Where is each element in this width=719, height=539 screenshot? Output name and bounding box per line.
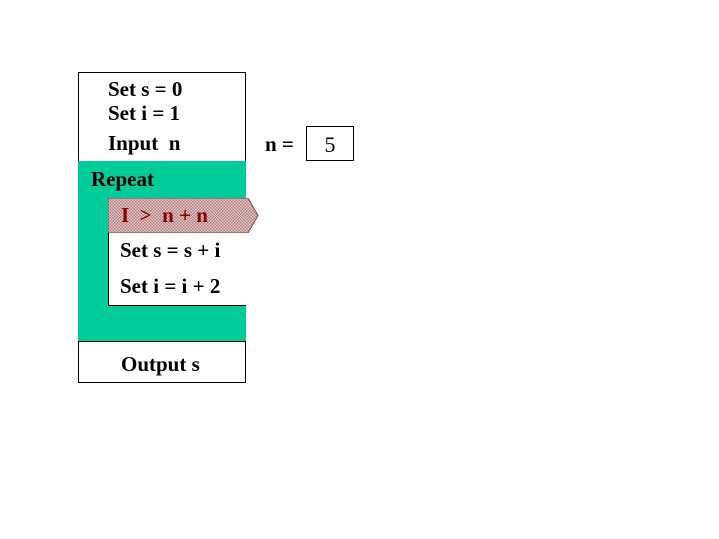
initialization-block xyxy=(78,72,246,162)
loop-body-block xyxy=(108,233,246,306)
init-line-input-n: Input n xyxy=(108,131,181,155)
n-value-box: 5 xyxy=(306,126,354,161)
body-line-update-s: Set s = s + i xyxy=(120,238,221,262)
n-value: 5 xyxy=(324,132,336,157)
loop-condition-text: I > n + n xyxy=(121,203,208,227)
n-label: n = xyxy=(265,132,294,156)
init-line-set-s: Set s = 0 xyxy=(108,77,183,101)
body-line-update-i: Set i = i + 2 xyxy=(120,274,221,298)
output-label: Output s xyxy=(121,352,200,376)
init-line-set-i: Set i = 1 xyxy=(108,101,181,125)
repeat-label: Repeat xyxy=(91,167,154,191)
loop-condition-arrow: I > n + n xyxy=(108,198,259,233)
output-block xyxy=(78,341,246,383)
